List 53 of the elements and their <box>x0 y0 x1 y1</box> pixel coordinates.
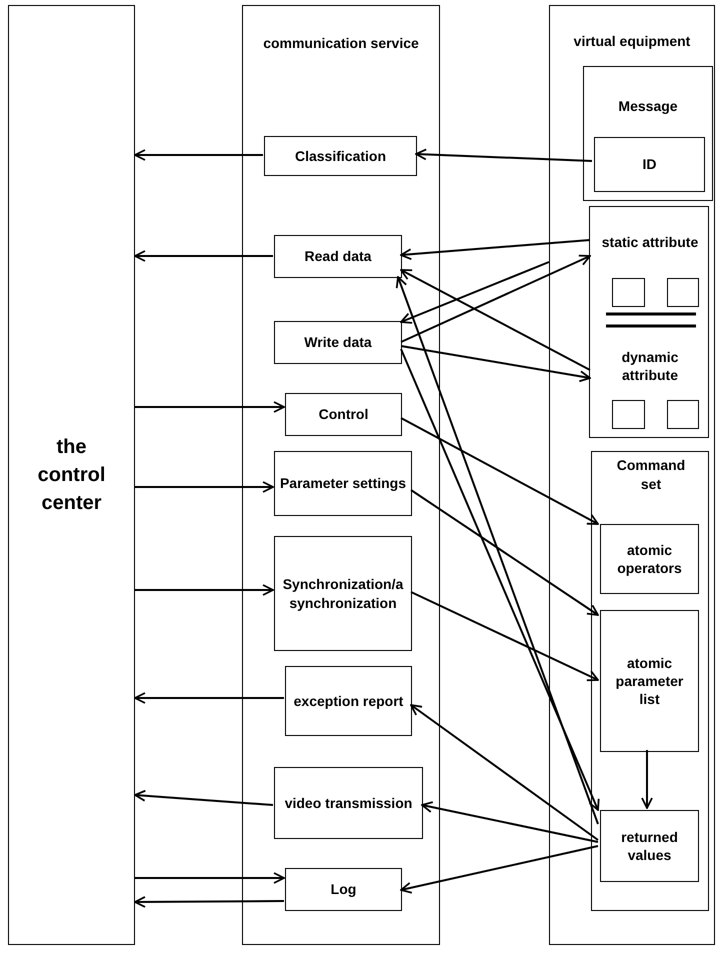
arrow <box>135 401 285 413</box>
lane <box>242 5 440 945</box>
arrow <box>134 250 273 262</box>
process-box: exception report <box>285 666 412 736</box>
arrow <box>641 750 653 809</box>
attribute-label: dynamic attribute <box>592 345 708 387</box>
process-box: video transmission <box>274 767 423 839</box>
lane <box>549 5 715 945</box>
arrow <box>400 269 590 371</box>
arrow <box>410 704 599 841</box>
arrow <box>134 692 284 704</box>
arrow <box>410 591 599 682</box>
empty-box <box>612 400 645 429</box>
process-box: Synchronization/asynchronization <box>274 536 412 651</box>
empty-box <box>667 278 699 307</box>
arrow <box>400 348 600 811</box>
lane-title: virtual equipment <box>572 32 692 51</box>
arrow <box>134 896 284 908</box>
process-box: Write data <box>274 321 402 364</box>
process-box: Control <box>285 393 402 436</box>
arrow <box>135 872 285 884</box>
arrow <box>400 345 591 382</box>
lane: the control center <box>8 5 135 945</box>
group-box <box>591 451 709 911</box>
process-box: Log <box>285 868 402 911</box>
group-box <box>583 66 713 201</box>
process-box: atomic parameter list <box>600 610 699 752</box>
lane-title: communication service <box>262 34 420 53</box>
process-box: ID <box>594 137 705 192</box>
group-title: Message <box>617 97 679 116</box>
arrow <box>421 801 598 843</box>
empty-box <box>612 278 645 307</box>
arrow <box>134 149 263 161</box>
process-box: Read data <box>274 235 402 278</box>
arrow <box>415 148 592 162</box>
group-box <box>589 206 709 438</box>
arrow <box>400 254 591 343</box>
process-box: Parameter settings <box>274 451 412 516</box>
arrow <box>400 239 590 260</box>
arrow <box>135 584 274 596</box>
arrow <box>396 276 599 824</box>
empty-box <box>667 400 699 429</box>
arrow <box>400 845 598 894</box>
attribute-label: static attribute <box>592 220 708 264</box>
group-title: Command set <box>616 456 686 494</box>
process-box: atomic operators <box>600 524 699 594</box>
arrow <box>410 489 599 616</box>
arrow <box>400 417 599 525</box>
arrow <box>135 481 274 493</box>
arrow <box>134 790 274 806</box>
process-box: returned values <box>600 810 699 882</box>
arrow <box>400 261 550 324</box>
process-box: Classification <box>264 136 417 176</box>
